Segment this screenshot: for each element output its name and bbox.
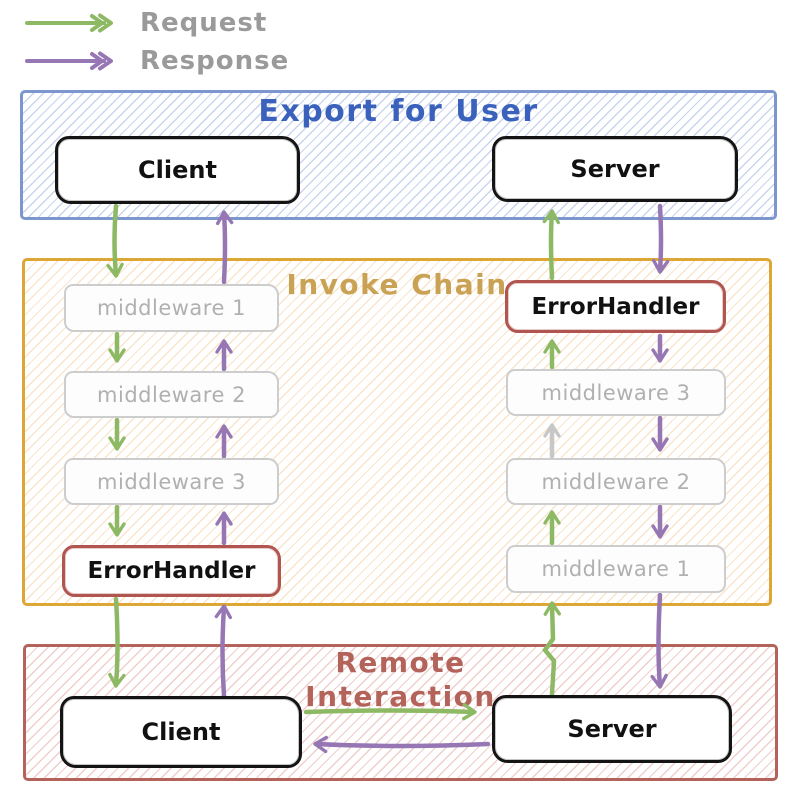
node-remote-client: Client bbox=[60, 696, 302, 768]
node-middleware-3-left: middleware 3 bbox=[64, 458, 279, 505]
node-middleware-3-right: middleware 3 bbox=[506, 369, 726, 416]
legend-row-request: Request bbox=[24, 4, 289, 42]
node-export-client: Client bbox=[55, 136, 300, 204]
node-errorhandler-right: ErrorHandler bbox=[505, 280, 726, 333]
request-arrow-icon bbox=[25, 13, 113, 33]
remote-title-line1: Remote bbox=[335, 646, 466, 679]
node-middleware-1-right: middleware 1 bbox=[506, 545, 726, 593]
legend-response-label: Response bbox=[140, 46, 290, 76]
node-middleware-2-left: middleware 2 bbox=[64, 371, 279, 418]
section-title-invoke-chain: Invoke Chain bbox=[286, 268, 508, 301]
legend-row-response: Response bbox=[24, 42, 289, 80]
node-errorhandler-left: ErrorHandler bbox=[62, 545, 281, 597]
response-arrow-icon bbox=[25, 51, 113, 71]
node-export-server: Server bbox=[492, 136, 738, 202]
node-remote-server: Server bbox=[492, 695, 732, 763]
node-middleware-1-left: middleware 1 bbox=[64, 284, 279, 332]
legend-request-label: Request bbox=[140, 8, 268, 38]
legend: Request Response bbox=[24, 4, 289, 80]
node-middleware-2-right: middleware 2 bbox=[506, 458, 726, 505]
section-title-export-for-user: Export for User bbox=[258, 94, 539, 129]
